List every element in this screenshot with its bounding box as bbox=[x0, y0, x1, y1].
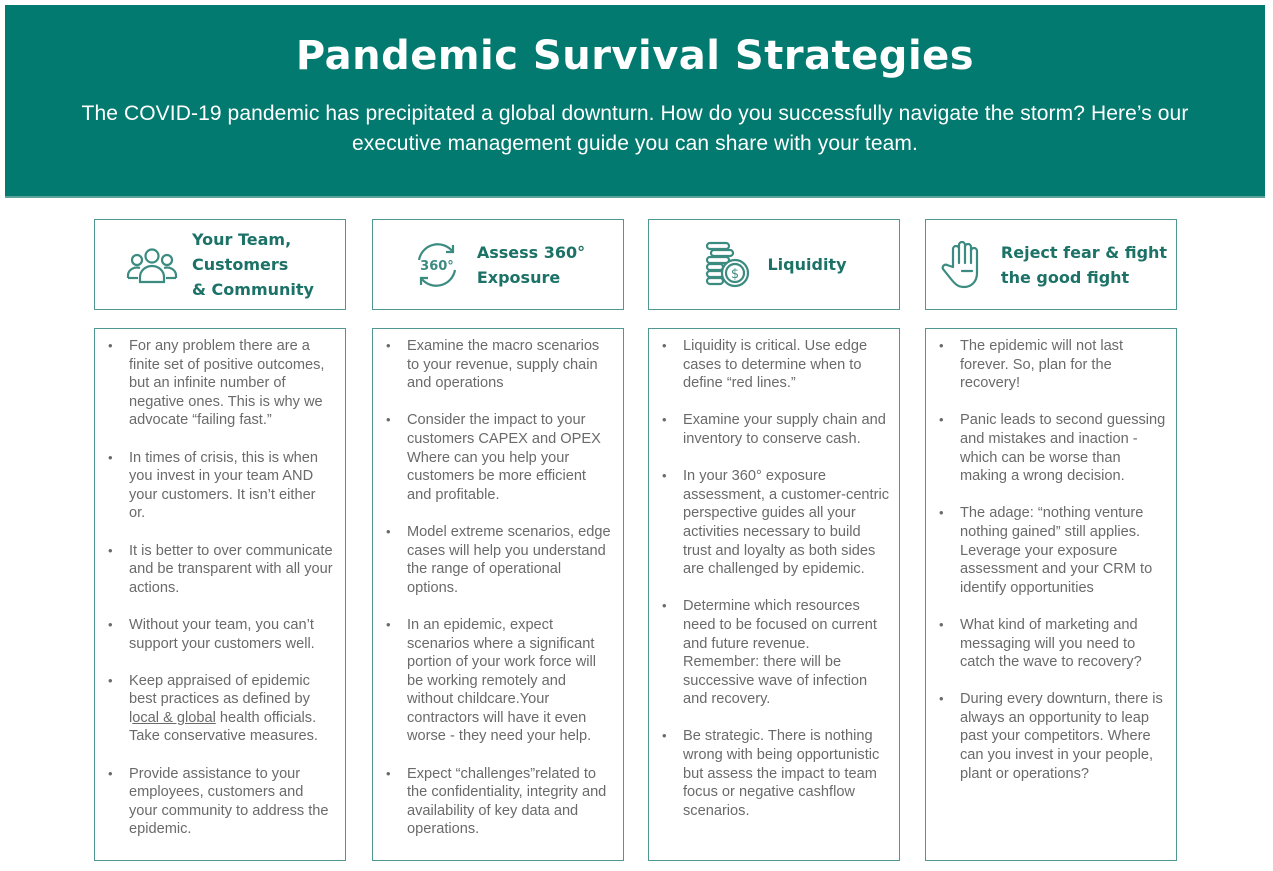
list-item: During every downturn, there is always a… bbox=[939, 690, 1166, 783]
list-item: In an epidemic, expect scenarios where a… bbox=[386, 616, 613, 746]
column-title: Liquidity bbox=[767, 255, 847, 274]
list-item: Panic leads to second guessing and mista… bbox=[939, 411, 1166, 485]
list-item: Examine your supply chain and inventory … bbox=[662, 411, 889, 448]
list-item: Provide assistance to your employees, cu… bbox=[108, 765, 335, 839]
local-global-link[interactable]: ocal & global bbox=[132, 709, 216, 726]
list-item: Examine the macro scenarios to your reve… bbox=[386, 337, 613, 393]
page-title: Pandemic Survival Strategies bbox=[295, 33, 975, 79]
list-item: What kind of marketing and messaging wil… bbox=[939, 616, 1166, 672]
list-item: The adage: “nothing venture nothing gain… bbox=[939, 504, 1166, 597]
list-item: Consider the impact to your customers CA… bbox=[386, 411, 613, 504]
list-item: Without your team, you can’t support you… bbox=[108, 616, 335, 653]
list-item: For any problem there are a finite set o… bbox=[108, 337, 335, 430]
360-rotate-icon: 360° bbox=[411, 239, 463, 291]
list-item: Liquidity is critical. Use edge cases to… bbox=[662, 337, 889, 393]
column-header-team: Your Team, Customers & Community bbox=[94, 219, 346, 310]
team-icon bbox=[126, 239, 178, 291]
svg-text:$: $ bbox=[731, 267, 739, 282]
list-item: Expect “challenges”related to the confid… bbox=[386, 765, 613, 839]
column-header-exposure: 360° Assess 360° Exposure bbox=[372, 219, 624, 310]
svg-text:360°: 360° bbox=[420, 259, 454, 274]
column-title: Your Team, Customers & Community bbox=[192, 230, 314, 299]
list-item: Model extreme scenarios, edge cases will… bbox=[386, 523, 613, 597]
list-item: Be strategic. There is nothing wrong wit… bbox=[662, 727, 889, 820]
column-title: Assess 360° Exposure bbox=[476, 242, 586, 287]
list-item: It is better to over communicate and be … bbox=[108, 542, 335, 598]
column-header-reject-fear: Reject fear & fight the good fight bbox=[925, 219, 1177, 310]
column-title: Reject fear & fight the good fight bbox=[1000, 242, 1168, 287]
stop-hand-icon bbox=[935, 239, 987, 291]
list-item: The epidemic will not last forever. So, … bbox=[939, 337, 1166, 393]
column-body-reject-fear: The epidemic will not last forever. So, … bbox=[925, 328, 1177, 861]
page-subtitle: The COVID-19 pandemic has precipitated a… bbox=[81, 102, 1189, 155]
list-item: In times of crisis, this is when you inv… bbox=[108, 449, 335, 523]
list-item: Determine which resources need to be foc… bbox=[662, 597, 889, 709]
column-body-liquidity: Liquidity is critical. Use edge cases to… bbox=[648, 328, 900, 861]
coins-icon: $ bbox=[701, 239, 753, 291]
list-item: Keep appraised of epidemic best practice… bbox=[108, 672, 335, 746]
column-body-exposure: Examine the macro scenarios to your reve… bbox=[372, 328, 624, 861]
header-banner: Pandemic Survival Strategies The COVID-1… bbox=[5, 5, 1265, 198]
list-item: In your 360° exposure assessment, a cust… bbox=[662, 467, 889, 579]
column-header-liquidity: $ Liquidity bbox=[648, 219, 900, 310]
column-body-team: For any problem there are a finite set o… bbox=[94, 328, 346, 861]
